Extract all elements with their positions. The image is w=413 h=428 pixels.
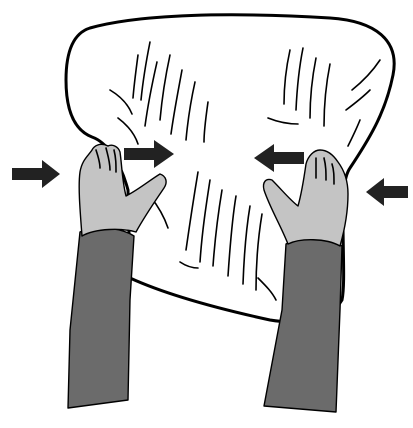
right-sleeve bbox=[264, 238, 342, 412]
arrow-left-icon bbox=[254, 144, 304, 172]
arrow-right-icon bbox=[124, 140, 174, 168]
right-hand bbox=[263, 150, 348, 246]
left-sleeve bbox=[68, 228, 134, 408]
arrow-left-icon bbox=[366, 178, 408, 206]
arrow-right-icon bbox=[12, 160, 60, 188]
